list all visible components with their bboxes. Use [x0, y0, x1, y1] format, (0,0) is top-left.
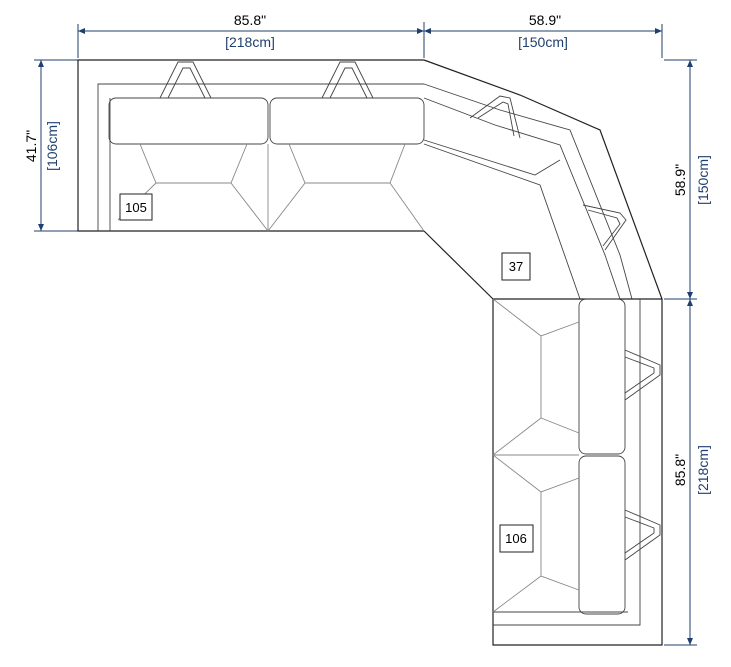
left-width-cm: [218cm]	[225, 34, 275, 50]
right-length-inches: 85.8"	[672, 454, 688, 486]
section-label-left: 105	[125, 200, 147, 215]
left-section	[77, 59, 425, 232]
leg-bracket-1	[159, 61, 212, 99]
label-105: 105	[119, 193, 153, 221]
back-cushion-3	[578, 298, 626, 455]
corner-width-cm: [150cm]	[518, 34, 568, 50]
right-length-cm: [218cm]	[695, 445, 711, 495]
leg-bracket-4	[624, 509, 661, 561]
section-label-corner: 37	[509, 259, 523, 274]
corner-depth-inches: 58.9"	[672, 164, 688, 196]
back-cushion-2	[269, 97, 425, 145]
left-width-inches: 85.8"	[234, 12, 266, 28]
leg-bracket-2	[321, 61, 374, 99]
section-label-right: 106	[505, 531, 527, 546]
corner-bracket-1	[469, 95, 521, 139]
corner-section	[423, 59, 663, 300]
corner-width-inches: 58.9"	[529, 12, 561, 28]
right-section	[492, 298, 663, 646]
corner-bracket-2	[582, 204, 627, 251]
label-106: 106	[499, 524, 534, 553]
top-dimensions: 85.8" [218cm] 58.9" [150cm]	[77, 12, 663, 58]
left-depth-cm: [106cm]	[44, 121, 60, 171]
leg-bracket-3	[624, 349, 661, 401]
left-depth-inches: 41.7"	[23, 130, 39, 162]
corner-depth-cm: [150cm]	[695, 155, 711, 205]
right-dimensions: 58.9" [150cm] 85.8" [218cm]	[664, 59, 711, 646]
back-cushion-1	[108, 97, 269, 145]
label-37: 37	[501, 252, 531, 281]
left-depth-dimension: 41.7" [106cm]	[23, 59, 78, 232]
back-cushion-4	[578, 455, 626, 615]
